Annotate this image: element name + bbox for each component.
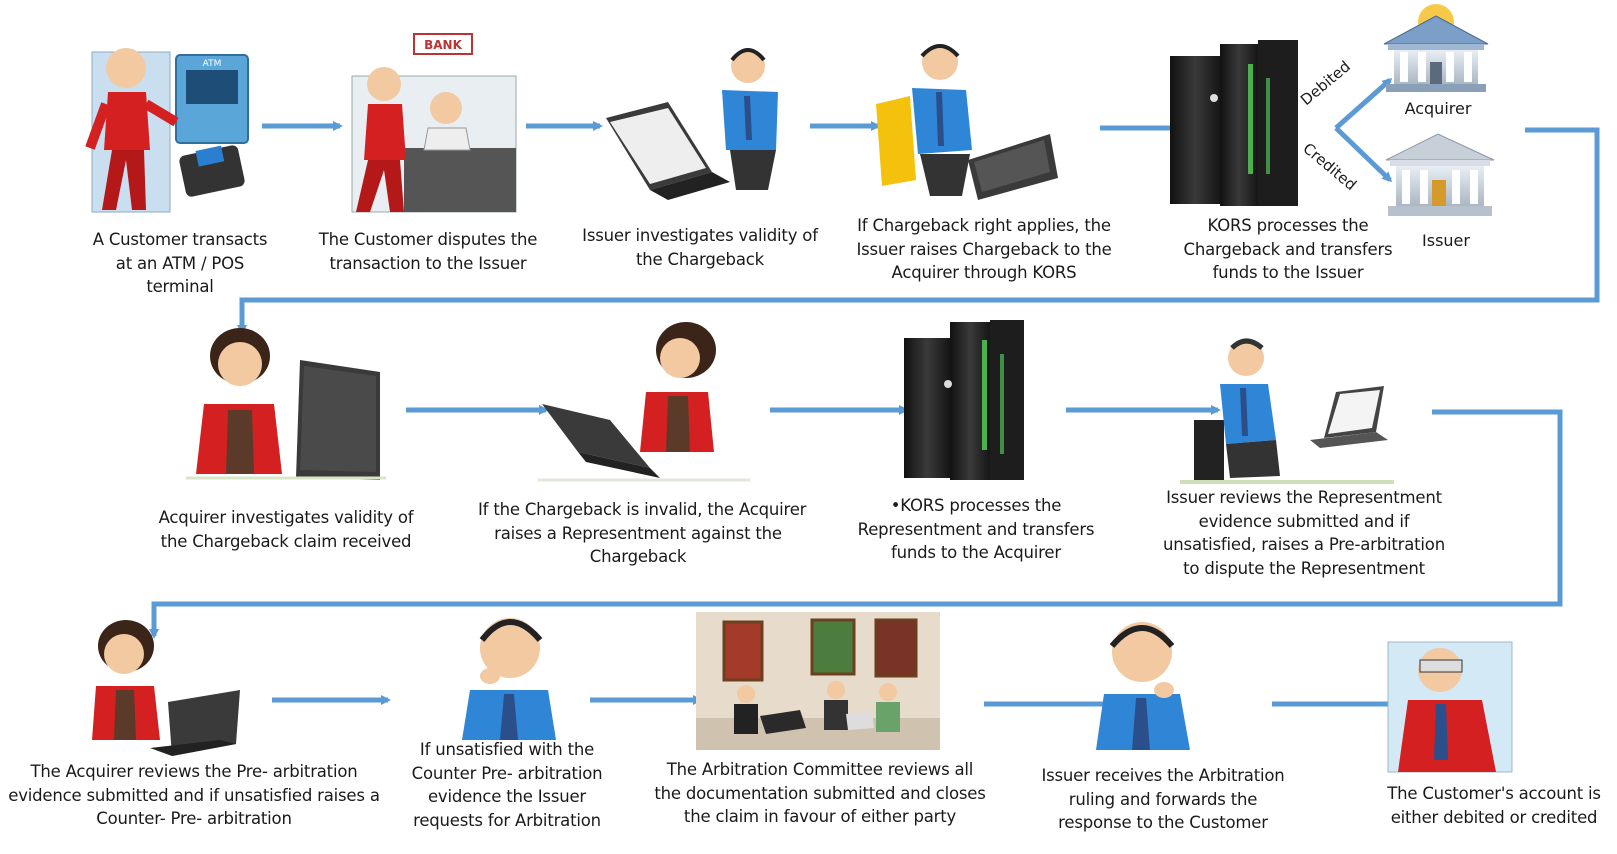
step12-line3: the claim in favour of either party bbox=[683, 807, 957, 826]
step7-line3: Chargeback bbox=[589, 547, 687, 566]
step8-line1: •KORS processes the bbox=[890, 496, 1062, 515]
debited-label: Debited bbox=[1297, 57, 1354, 109]
issuer-label: Issuer bbox=[1422, 231, 1470, 250]
step9-illustration bbox=[1180, 338, 1394, 484]
pos-terminal bbox=[179, 145, 245, 197]
step6-line1: Acquirer investigates validity of bbox=[158, 508, 414, 527]
step8-server bbox=[904, 320, 1024, 480]
arrow-row2-to-row3 bbox=[149, 409, 1563, 639]
step7-line1: If the Chargeback is invalid, the Acquir… bbox=[478, 500, 807, 519]
step3-line1: Issuer investigates validity of bbox=[582, 226, 818, 245]
step7-line2: raises a Representment against the bbox=[494, 523, 782, 543]
step4-line1: If Chargeback right applies, the bbox=[857, 216, 1111, 235]
step6-illustration bbox=[186, 328, 386, 480]
step12-label: The Arbitration Committee reviews all th… bbox=[650, 758, 990, 829]
atm-sign: ATM bbox=[203, 59, 222, 69]
step10-line3: Counter- Pre- arbitration bbox=[96, 809, 292, 828]
step12-line2: the documentation submitted and closes bbox=[654, 783, 986, 803]
acquirer-bank-icon bbox=[1383, 4, 1489, 92]
step10-line2: evidence submitted and if unsatisfied ra… bbox=[8, 785, 380, 805]
step10-illustration bbox=[92, 620, 240, 756]
step5-line1: KORS processes the bbox=[1207, 216, 1369, 235]
step11-line1: If unsatisfied with the bbox=[419, 740, 595, 759]
step1-line1: A Customer transacts bbox=[92, 230, 268, 249]
step10-line1: The Acquirer reviews the Pre- arbitratio… bbox=[30, 762, 358, 781]
issuer-bank-icon bbox=[1385, 133, 1495, 216]
acquirer-label: Acquirer bbox=[1405, 99, 1472, 118]
step2-illustration: BANK bbox=[351, 33, 517, 213]
step8-line2: Representment and transfers bbox=[857, 519, 1095, 539]
step4-label: If Chargeback right applies, the Issuer … bbox=[846, 214, 1122, 285]
flow-arrows bbox=[149, 78, 1600, 709]
step5-server bbox=[1170, 40, 1298, 206]
step13-label: Issuer receives the Arbitration ruling a… bbox=[1034, 764, 1292, 835]
step5-label: KORS processes the Chargeback and transf… bbox=[1172, 214, 1404, 285]
step4-line3: Acquirer through KORS bbox=[891, 263, 1077, 282]
step9-line4: to dispute the Representment bbox=[1183, 558, 1425, 578]
step11-line2: Counter Pre- arbitration bbox=[411, 763, 603, 783]
step7-illustration bbox=[538, 322, 750, 482]
step13-line1: Issuer receives the Arbitration bbox=[1041, 766, 1285, 785]
step8-line3: funds to the Acquirer bbox=[891, 543, 1061, 562]
step10-label: The Acquirer reviews the Pre- arbitratio… bbox=[4, 760, 384, 831]
step13-illustration bbox=[1096, 622, 1190, 750]
step8-label: •KORS processes the Representment and tr… bbox=[846, 494, 1106, 565]
arrow-row1-to-row2 bbox=[237, 127, 1600, 335]
step5-line3: funds to the Issuer bbox=[1212, 263, 1364, 282]
step5-line2: Chargeback and transfers bbox=[1183, 239, 1393, 259]
step9-label: Issuer reviews the Representment evidenc… bbox=[1148, 486, 1460, 580]
step2-line2: transaction to the Issuer bbox=[329, 253, 527, 273]
step13-line3: response to the Customer bbox=[1058, 813, 1268, 832]
credited-label: Credited bbox=[1299, 139, 1360, 194]
step1-label: A Customer transacts at an ATM / POS ter… bbox=[60, 228, 300, 299]
step14-line1: The Customer's account is bbox=[1387, 784, 1601, 803]
step13-line2: ruling and forwards the bbox=[1068, 789, 1258, 809]
step4-line2: Issuer raises Chargeback to the bbox=[856, 239, 1112, 259]
bank-sign: BANK bbox=[424, 38, 462, 52]
step3-illustration bbox=[606, 48, 778, 200]
step11-illustration bbox=[462, 618, 556, 740]
step7-label: If the Chargeback is invalid, the Acquir… bbox=[478, 498, 807, 569]
step3-line2: the Chargeback bbox=[636, 249, 764, 269]
arrow-debited bbox=[1334, 78, 1393, 130]
step3-label: Issuer investigates validity of the Char… bbox=[570, 224, 830, 271]
step2-label: The Customer disputes the transaction to… bbox=[306, 228, 550, 275]
step6-label: Acquirer investigates validity of the Ch… bbox=[148, 506, 424, 553]
step11-line3: evidence the Issuer bbox=[427, 787, 587, 806]
step12-line1: The Arbitration Committee reviews all bbox=[666, 760, 974, 779]
step14-line2: either debited or credited bbox=[1390, 807, 1598, 827]
step6-line2: the Chargeback claim received bbox=[160, 531, 412, 551]
step9-line1: Issuer reviews the Representment bbox=[1166, 488, 1442, 507]
step14-label: The Customer's account is either debited… bbox=[1376, 782, 1612, 829]
step4-illustration bbox=[876, 44, 1058, 200]
step9-line2: evidence submitted and if bbox=[1198, 511, 1410, 531]
arrow-credited bbox=[1334, 126, 1393, 183]
step14-illustration bbox=[1387, 641, 1513, 773]
step1-line3: terminal bbox=[146, 277, 214, 296]
step1-illustration: ATM bbox=[85, 48, 249, 213]
step12-illustration bbox=[696, 612, 940, 750]
step1-line2: at an ATM / POS bbox=[115, 253, 245, 273]
step11-line4: requests for Arbitration bbox=[413, 810, 601, 830]
step2-line1: The Customer disputes the bbox=[318, 230, 538, 249]
step11-label: If unsatisfied with the Counter Pre- arb… bbox=[406, 738, 608, 832]
step9-line3: unsatisfied, raises a Pre-arbitration bbox=[1163, 535, 1445, 554]
